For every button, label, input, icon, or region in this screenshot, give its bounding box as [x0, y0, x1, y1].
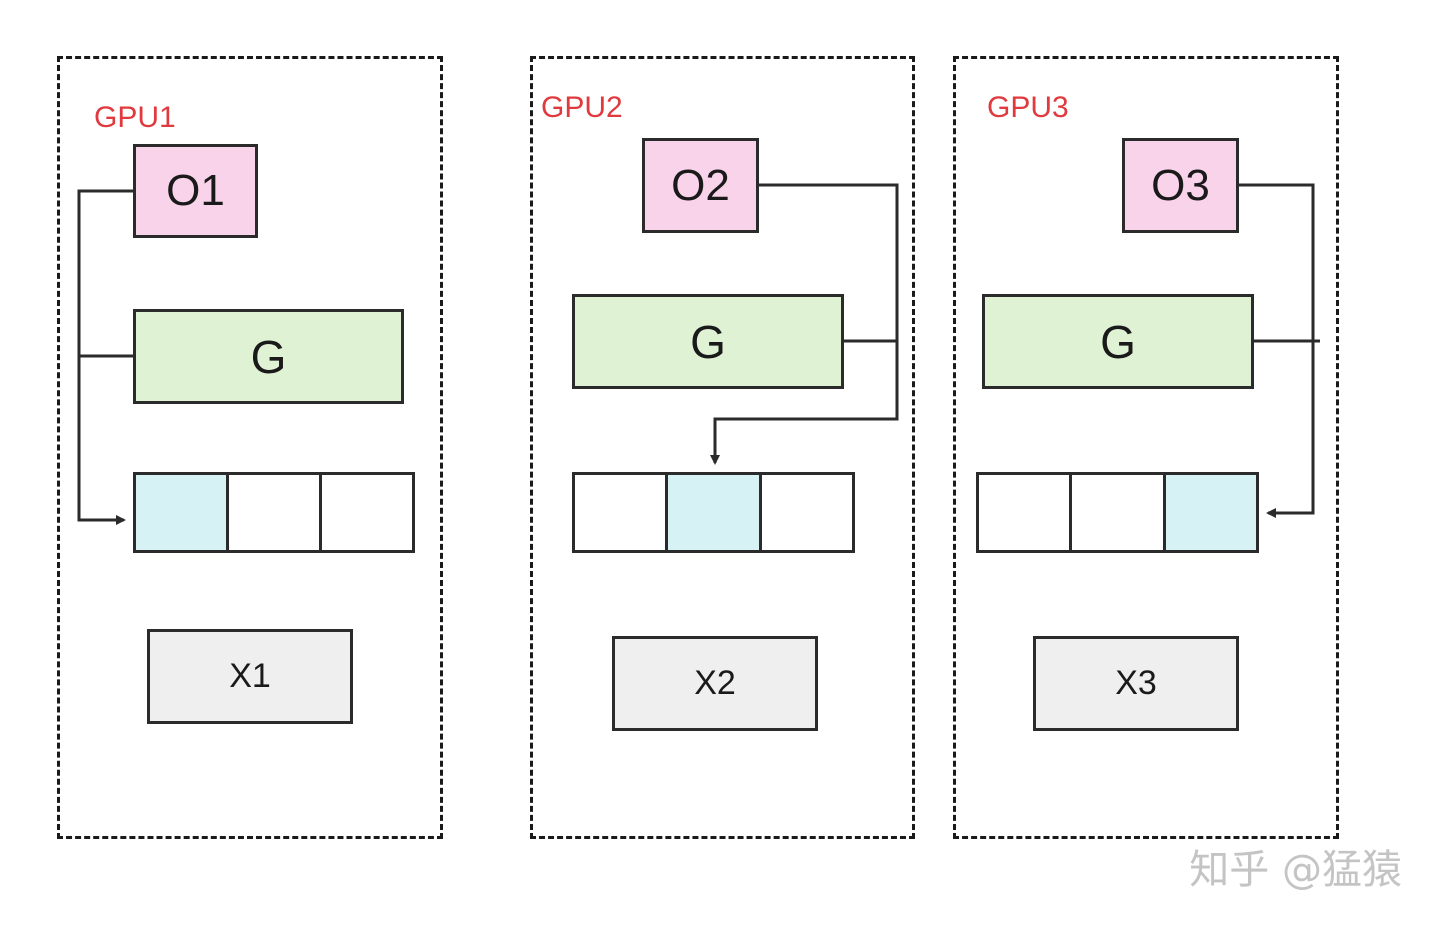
gpu2-cell-3: [758, 475, 852, 550]
gpu2-label: GPU2: [541, 91, 623, 124]
gpu1-frame: [57, 56, 443, 839]
gpu1-cell-array: [133, 472, 415, 553]
gpu1-cell-1: [136, 475, 226, 550]
gpu3-label: GPU3: [987, 91, 1069, 124]
gpu3-output-box: O3: [1122, 138, 1239, 233]
gpu1-gate-box: G: [133, 309, 404, 404]
gpu1-cell-3: [319, 475, 412, 550]
gpu3-cell-2: [1069, 475, 1163, 550]
gpu3-input-box: X3: [1033, 636, 1239, 731]
gpu2-cell-1: [575, 475, 666, 550]
gpu3-cell-3: [1162, 475, 1256, 550]
gpu3-cell-1: [979, 475, 1070, 550]
gpu2-gate-box: G: [572, 294, 844, 389]
watermark: 知乎 @猛猿: [1189, 847, 1402, 893]
gpu3-cell-array: [976, 472, 1259, 553]
gpu3-gate-box: G: [982, 294, 1254, 389]
gpu3-frame: [953, 56, 1339, 839]
gpu2-input-box: X2: [612, 636, 818, 731]
gpu1-output-box: O1: [133, 144, 258, 238]
gpu1-cell-2: [226, 475, 319, 550]
gpu2-frame: [530, 56, 915, 839]
gpu1-label: GPU1: [94, 101, 176, 134]
gpu2-cell-2: [665, 475, 759, 550]
gpu2-output-box: O2: [642, 138, 759, 233]
gpu1-input-box: X1: [147, 629, 353, 724]
gpu2-cell-array: [572, 472, 855, 553]
